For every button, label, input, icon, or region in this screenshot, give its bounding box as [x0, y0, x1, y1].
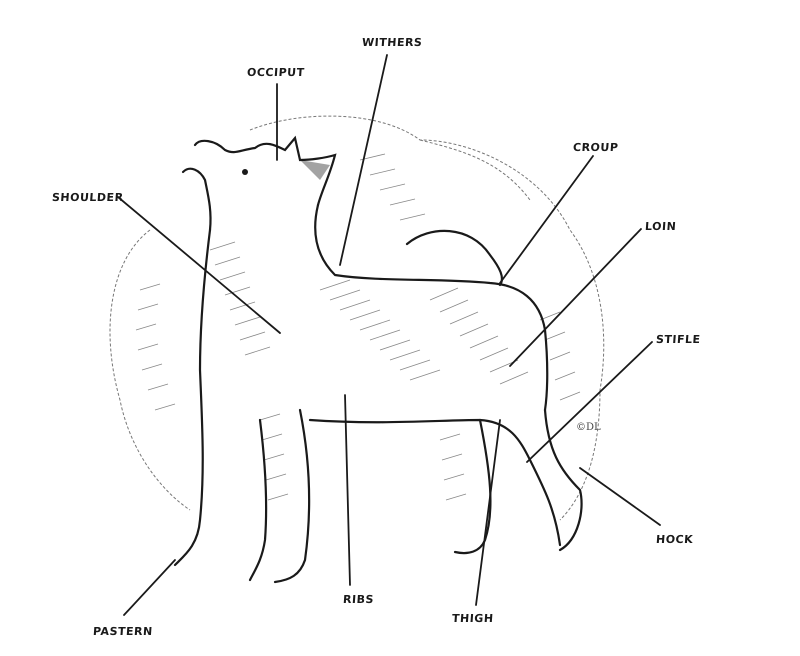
fur-hatching: [135, 153, 581, 501]
leader-thigh: [475, 419, 501, 606]
body-outline: [173, 135, 583, 584]
ear: [300, 160, 330, 180]
leader-pastern: [123, 559, 176, 616]
leader-ribs: [344, 394, 351, 586]
label-withers: WITHERS: [361, 36, 423, 49]
label-loin: LOIN: [644, 220, 677, 233]
eye: [242, 169, 248, 175]
label-hock: HOCK: [655, 533, 694, 546]
copyright-mark: ©DL: [576, 422, 601, 433]
leader-loin: [509, 228, 642, 367]
leader-withers: [339, 54, 388, 266]
label-ribs: RIBS: [342, 593, 375, 606]
label-shoulder: SHOULDER: [51, 191, 125, 204]
label-croup: CROUP: [572, 141, 619, 154]
label-pastern: PASTERN: [92, 625, 154, 638]
fur-outline: [109, 115, 605, 521]
leader-stifle: [526, 341, 653, 463]
label-stifle: STIFLE: [655, 333, 702, 346]
leader-hock: [579, 467, 661, 526]
leader-shoulder: [117, 196, 281, 334]
label-thigh: THIGH: [451, 612, 495, 625]
label-occiput: OCCIPUT: [246, 66, 306, 79]
leader-lines: [117, 54, 661, 616]
leader-croup: [499, 155, 594, 284]
